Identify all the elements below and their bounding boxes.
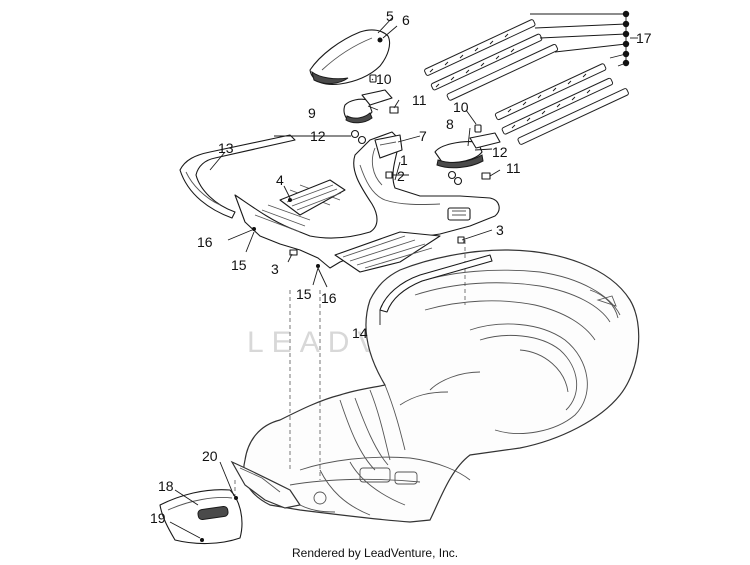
callout-10a: 10 [376, 71, 392, 87]
rails-17 [424, 10, 630, 145]
callout-17: 17 [636, 30, 652, 46]
floorboard-assembly [234, 131, 500, 273]
callout-6: 6 [402, 12, 410, 28]
trim-left-13 [179, 134, 296, 219]
callout-5: 5 [386, 8, 394, 24]
callout-4: 4 [276, 172, 284, 188]
alignment-guides [234, 240, 466, 505]
fasteners [252, 74, 491, 268]
callout-18: 18 [158, 478, 174, 494]
callout-12a: 12 [310, 128, 326, 144]
bracket-7 [374, 134, 403, 159]
callout-15a: 15 [231, 257, 247, 273]
callout-15b: 15 [296, 286, 312, 302]
callout-14: 14 [352, 325, 368, 341]
callout-1: 1 [400, 152, 408, 168]
leader-lines [169, 17, 638, 539]
callout-13: 13 [218, 140, 234, 156]
callout-labels: 5 6 17 10 9 11 10 8 12 13 7 12 1 11 2 4 … [150, 8, 652, 526]
scooter-body [230, 249, 640, 523]
cover-5 [309, 29, 391, 86]
callout-11b: 11 [506, 160, 521, 176]
callout-19: 19 [150, 510, 166, 526]
callout-11a: 11 [412, 92, 427, 108]
callout-2: 2 [397, 168, 405, 184]
front-trim-18 [159, 489, 243, 545]
callout-3a: 3 [496, 222, 504, 238]
callout-3b: 3 [271, 261, 279, 277]
footer-credit: Rendered by LeadVenture, Inc. [292, 546, 458, 560]
callout-10b: 10 [453, 99, 469, 115]
callout-7: 7 [419, 128, 427, 144]
pad-8 [434, 132, 501, 169]
screw-6 [377, 37, 383, 43]
callout-20: 20 [202, 448, 218, 464]
callout-16a: 16 [197, 234, 213, 250]
trim-rear-14 [379, 254, 493, 313]
callout-9: 9 [308, 105, 316, 121]
callout-16b: 16 [321, 290, 337, 306]
callout-8: 8 [446, 116, 454, 132]
pad-9 [343, 89, 393, 124]
callout-12b: 12 [492, 144, 508, 160]
